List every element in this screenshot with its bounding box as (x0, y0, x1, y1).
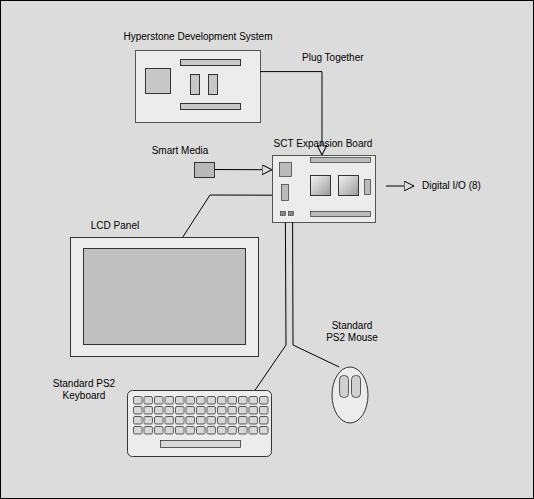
connector (293, 222, 340, 367)
lcd-panel: LCD Panel (70, 237, 258, 356)
connector (214, 169, 272, 170)
connector (183, 195, 272, 237)
node-heading: Standard PS2 Keyboard (45, 378, 123, 402)
expansion-board: SCT Expansion Board (272, 155, 375, 222)
memory-card: Smart Media (194, 162, 214, 177)
sct-board (273, 156, 376, 223)
port-label: Digital I/O (8) (422, 180, 481, 192)
connector (255, 222, 286, 390)
smart-media-card (195, 163, 215, 178)
hyperstone-board (136, 51, 261, 123)
mouse: Standard PS2 Mouse (332, 367, 368, 423)
node-heading: LCD Panel (72, 220, 158, 232)
mouse-drawing (332, 367, 368, 423)
keyboard-drawing (128, 391, 272, 457)
io-arrow (386, 186, 414, 187)
keyboard: Standard PS2 Keyboard (127, 390, 271, 456)
node-heading: Standard PS2 Mouse (326, 320, 378, 344)
dev-system-board: Hyperstone Development System (135, 50, 260, 122)
lcd-panel-drawing (71, 238, 259, 357)
node-heading: SCT Expansion Board (248, 138, 398, 150)
connector-label: Plug Together (302, 52, 364, 64)
node-heading: Hyperstone Development System (103, 31, 293, 43)
node-heading: Smart Media (148, 145, 212, 157)
